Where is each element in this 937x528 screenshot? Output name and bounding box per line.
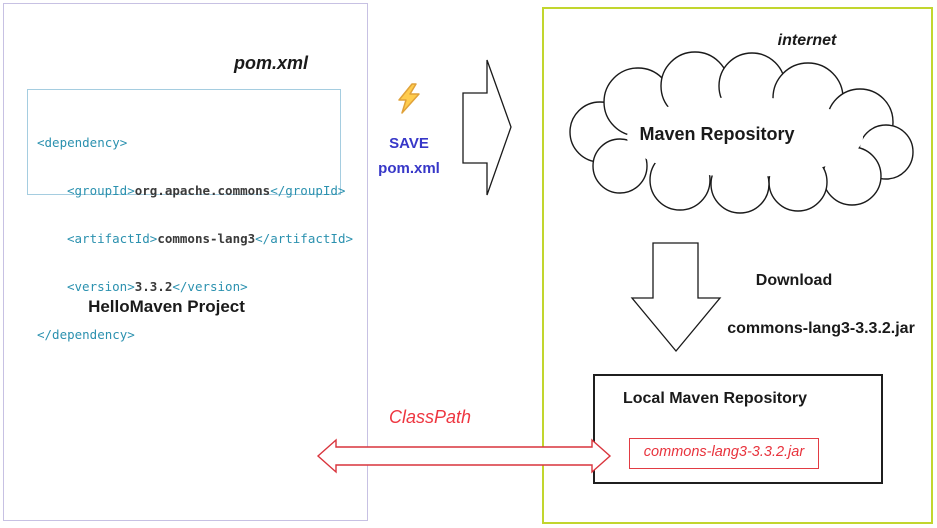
jar-file-box: commons-lang3-3.3.2.jar [629,438,819,469]
xml-tag: </artifactId> [255,231,353,246]
save-word: SAVE [389,135,429,152]
local-maven-repository-box: Local Maven Repository commons-lang3-3.3… [593,374,883,484]
code-line: <version>3.3.2</version> [37,279,340,295]
xml-tag: <groupId> [67,183,135,198]
pom-dependency-code-box: <dependency> <groupId>org.apache.commons… [27,89,353,342]
download-file-label: commons-lang3-3.3.2.jar [727,320,915,337]
code-line: <groupId>org.apache.commons</groupId> [37,183,345,199]
xml-tag: <dependency> [37,135,128,150]
xml-value: 3.3.2 [134,279,173,294]
hellomaven-project-panel: pom.xml <dependency> <groupId>org.apache… [3,3,368,521]
xml-value: org.apache.commons [134,183,271,198]
download-label: Download [755,272,833,289]
code-line: <artifactId>commons-lang3</artifactId> [37,231,353,247]
xml-tag: </version> [172,279,248,294]
xml-tag: </dependency> [37,327,135,342]
xml-tag: <version> [67,279,135,294]
xml-tag: <artifactId> [67,231,158,246]
internet-label: internet [777,32,837,49]
lightning-icon [398,83,420,114]
project-name-label: HelloMaven Project [88,297,245,316]
jar-file-label: commons-lang3-3.3.2.jar [643,444,805,460]
maven-repository-label: Maven Repository [639,124,795,144]
code-line: <dependency> [37,135,340,151]
save-arrow-icon [462,59,512,196]
xml-tag: </groupId> [270,183,346,198]
pom-xml-title: pom.xml [233,53,308,73]
code-line: </dependency> [37,327,340,343]
save-pom-label: SAVE pom.xml [364,131,454,181]
local-repo-title: Local Maven Repository [622,390,808,407]
internet-zone-panel: internet Maven Repository Download commo… [542,7,933,524]
save-file-word: pom.xml [378,160,440,177]
xml-value: commons-lang3 [157,231,256,246]
classpath-label: ClassPath [388,407,472,427]
